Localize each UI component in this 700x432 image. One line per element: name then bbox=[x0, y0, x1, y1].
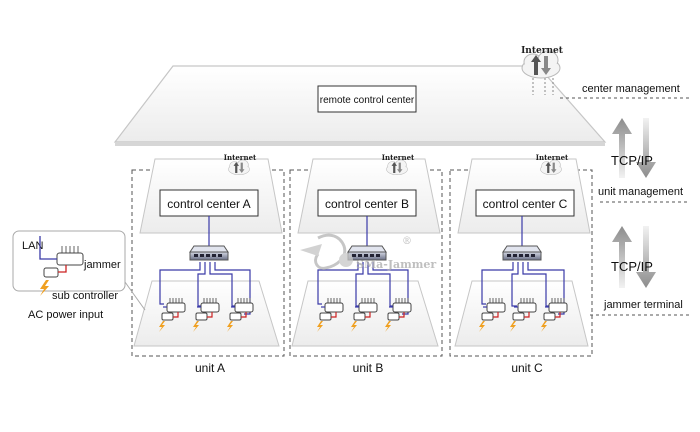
control-center-a-label: control center A bbox=[167, 197, 250, 211]
watermark-registered-mark: ® bbox=[402, 236, 412, 247]
unit-b-lan-lines bbox=[317, 216, 409, 315]
unit-a-switch-icon bbox=[189, 245, 229, 261]
unit-a-internet-cloud-icon bbox=[228, 159, 250, 175]
center-internet-label: Internet bbox=[521, 46, 564, 56]
unit-b-switch-icon bbox=[347, 245, 387, 261]
layer-unit-management: unit management bbox=[598, 186, 683, 198]
layer-center-management: center management bbox=[582, 83, 680, 95]
upload-arrow-icon bbox=[612, 118, 632, 178]
legend-lan-label: LAN bbox=[22, 240, 43, 252]
unit-c-internet-label: Internet bbox=[536, 153, 569, 162]
legend-ac-power-label: AC power input bbox=[28, 309, 103, 321]
unit-b-group bbox=[289, 169, 443, 357]
control-center-b-label: control center B bbox=[325, 197, 409, 211]
legend-power-label-bg bbox=[24, 305, 124, 323]
unit-b-label: unit B bbox=[353, 361, 384, 375]
unit-c-internet-cloud-icon bbox=[540, 159, 562, 175]
unit-c-label: unit C bbox=[511, 361, 543, 375]
control-center-a-box[interactable] bbox=[159, 189, 259, 217]
unit-b-internet-cloud-icon bbox=[386, 159, 408, 175]
control-center-b-box[interactable] bbox=[317, 189, 417, 217]
download-arrow-icon bbox=[636, 226, 656, 288]
unit-a-lan-lines bbox=[159, 216, 251, 315]
watermark-logo: SMa-Jammer ® bbox=[300, 233, 436, 271]
unit-a-label: unit A bbox=[195, 361, 225, 375]
watermark-text: SMa-Jammer bbox=[356, 258, 436, 271]
remote-control-center-box[interactable] bbox=[317, 85, 417, 113]
remote-control-center-label: remote control center bbox=[320, 95, 415, 106]
control-center-c-box[interactable] bbox=[475, 189, 575, 217]
unit-c-switch-icon bbox=[502, 245, 542, 261]
tcpip-label-lower: TCP/IP bbox=[611, 259, 653, 274]
layer-jammer-terminal: jammer terminal bbox=[603, 299, 683, 311]
legend-sub-controller-label: sub controller bbox=[52, 290, 118, 302]
tcpip-label-upper: TCP/IP bbox=[611, 153, 653, 168]
download-arrow-icon bbox=[636, 118, 656, 178]
legend-power-bolt-icon bbox=[40, 280, 49, 296]
unit-c-lan-lines bbox=[481, 216, 565, 315]
legend-jammer-label: jammer bbox=[83, 259, 121, 271]
control-center-c-label: control center C bbox=[483, 197, 568, 211]
upload-arrow-icon bbox=[612, 226, 632, 288]
unit-b-internet-label: Internet bbox=[382, 153, 415, 162]
unit-a-group bbox=[131, 169, 285, 357]
unit-a-internet-label: Internet bbox=[224, 153, 257, 162]
